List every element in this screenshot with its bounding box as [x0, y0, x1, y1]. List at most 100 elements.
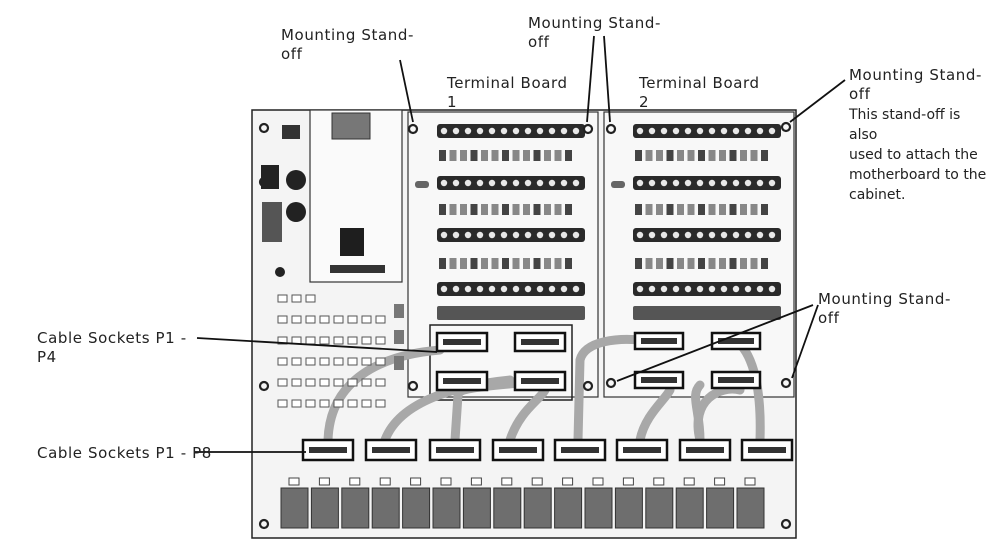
component	[729, 204, 737, 215]
terminal-screw	[560, 179, 568, 187]
socket-pins	[718, 377, 754, 383]
component	[533, 258, 541, 269]
component	[470, 204, 478, 215]
led	[291, 294, 302, 303]
terminal-screw	[648, 231, 656, 239]
led	[375, 378, 386, 387]
component	[439, 150, 446, 161]
left-capacitor-2	[286, 202, 306, 222]
component	[666, 258, 674, 269]
terminal-screw	[660, 285, 668, 293]
terminal-screw	[452, 231, 460, 239]
led	[319, 336, 330, 345]
terminal-screw	[452, 285, 460, 293]
component	[512, 204, 520, 215]
relay	[523, 487, 552, 529]
component	[698, 150, 705, 161]
component	[544, 258, 551, 269]
led	[291, 378, 302, 387]
left-connector	[282, 125, 300, 139]
terminal-screw	[756, 127, 764, 135]
terminal-screw	[464, 285, 472, 293]
led	[375, 315, 386, 324]
led	[333, 336, 344, 345]
component	[761, 150, 768, 161]
component	[460, 258, 467, 269]
terminal-screw	[660, 231, 668, 239]
component	[481, 258, 488, 269]
terminal-strips	[415, 124, 781, 320]
terminal-screw	[756, 179, 764, 187]
terminal-screw	[648, 179, 656, 187]
terminal-screw	[572, 127, 580, 135]
relay-led	[410, 477, 422, 486]
terminal-screw	[488, 231, 496, 239]
relay	[402, 487, 431, 529]
socket-pins	[641, 377, 677, 383]
relay-led	[683, 477, 695, 486]
component	[656, 258, 663, 269]
component	[470, 258, 478, 269]
relay-led	[531, 477, 543, 486]
terminal-screw	[732, 231, 740, 239]
terminal-screw	[464, 127, 472, 135]
terminal-screw	[672, 127, 680, 135]
led	[277, 294, 288, 303]
component	[645, 204, 653, 215]
led	[319, 399, 330, 408]
terminal-screw	[440, 231, 448, 239]
led	[333, 378, 344, 387]
mounting-standoff-label-3: Mounting Stand- off	[849, 66, 983, 103]
terminal-screw	[636, 127, 644, 135]
left-regulator	[261, 165, 279, 189]
component	[554, 204, 562, 215]
left-inductor	[262, 202, 282, 242]
terminal-screw	[732, 179, 740, 187]
component	[740, 204, 747, 215]
relay-led	[288, 477, 300, 486]
component	[523, 204, 530, 215]
component	[740, 258, 747, 269]
cable-sockets-p1-p8-label: Cable Sockets P1 - P8	[37, 444, 212, 462]
terminal-screw	[500, 285, 508, 293]
terminal-screw	[548, 179, 556, 187]
relay	[280, 487, 309, 529]
socket-pins	[309, 447, 347, 453]
component	[708, 258, 716, 269]
terminal-screw	[648, 127, 656, 135]
terminal-strip	[437, 176, 585, 190]
terminal-screw	[768, 127, 776, 135]
relay	[706, 487, 735, 529]
side-part-2	[394, 330, 404, 344]
led	[361, 336, 372, 345]
component	[698, 204, 705, 215]
component	[645, 258, 653, 269]
terminal-screw	[500, 231, 508, 239]
side-part-3	[394, 356, 404, 370]
component	[481, 204, 488, 215]
side-slot	[611, 181, 625, 188]
component	[554, 258, 562, 269]
led	[361, 378, 372, 387]
led	[347, 315, 358, 324]
component	[502, 204, 509, 215]
terminal-screw	[524, 285, 532, 293]
terminal-screw	[476, 231, 484, 239]
terminal-strip	[633, 228, 781, 242]
relay-led	[622, 477, 634, 486]
component	[523, 150, 530, 161]
terminal-screw	[672, 231, 680, 239]
mounting-standoff-label-1: Mounting Stand- off	[281, 26, 415, 63]
relay	[554, 487, 583, 529]
terminal-screw	[512, 179, 520, 187]
terminal-screw	[708, 231, 716, 239]
relay	[645, 487, 674, 529]
component	[719, 150, 726, 161]
terminal-screw	[636, 179, 644, 187]
led	[305, 357, 316, 366]
component	[677, 150, 684, 161]
component	[719, 258, 726, 269]
mounting-holes	[258, 121, 792, 530]
terminal-screw	[488, 127, 496, 135]
